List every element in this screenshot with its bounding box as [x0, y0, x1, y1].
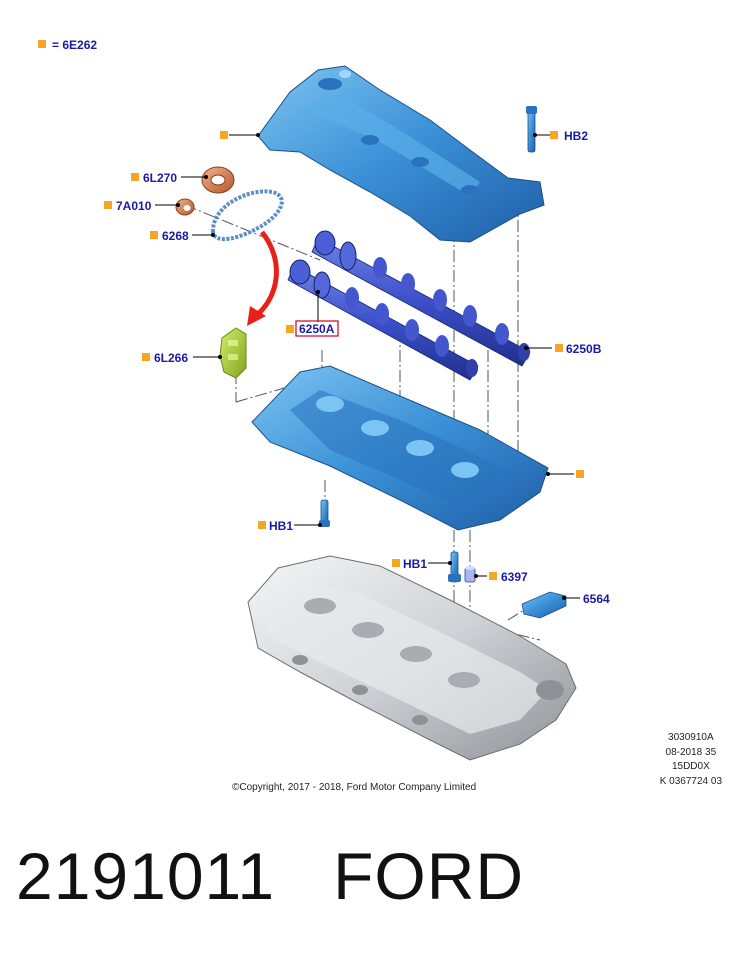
legend-square	[38, 40, 46, 48]
label-6l270: 6L270	[143, 171, 177, 185]
meta-line: 08-2018 35	[665, 746, 717, 758]
label-6268: 6268	[162, 229, 189, 243]
callout-6l270: 6L270	[131, 171, 208, 185]
part-number: 2191011	[16, 839, 276, 913]
meta-line: K 0367724 03	[659, 775, 722, 787]
label-hb2: HB2	[564, 129, 588, 143]
callout-hb1-left: HB1	[258, 519, 322, 533]
copyright-notice: ©Copyright, 2017 - 2018, Ford Motor Comp…	[232, 782, 477, 793]
label-hb1-left: HB1	[269, 519, 293, 533]
label-hb1-center: HB1	[403, 557, 427, 571]
callout-6l266: 6L266	[142, 351, 222, 365]
bolt-hb1-center	[448, 551, 461, 583]
bolt-hb2	[526, 106, 537, 153]
meta-line: 15DD0X	[671, 761, 710, 772]
direction-arrow	[247, 230, 279, 326]
cylinder-head	[247, 555, 577, 761]
callout-hb2: HB2	[533, 129, 588, 143]
timing-chain-6268	[210, 189, 284, 242]
callout-6250a: 6250A	[286, 290, 339, 337]
label-6250b: 6250B	[566, 342, 602, 356]
camshaft-6250a	[287, 259, 479, 381]
cam-cover	[257, 65, 545, 243]
callout-cam-cover	[220, 131, 260, 139]
camshaft-6250b	[311, 230, 531, 367]
brand-name: FORD	[333, 839, 525, 913]
chain-guide-6l266	[219, 327, 247, 379]
label-6l266: 6L266	[154, 351, 188, 365]
part-6397	[464, 566, 476, 583]
callout-6564: 6564	[562, 592, 610, 606]
callout-6268: 6268	[150, 229, 215, 243]
callout-6250b: 6250B	[524, 342, 602, 356]
callout-hb1-center: HB1	[392, 557, 452, 571]
label-6564: 6564	[583, 592, 610, 606]
camshaft-carrier	[251, 365, 549, 531]
callout-7a010: 7A010	[104, 199, 180, 213]
label-6397: 6397	[501, 570, 528, 584]
seal-7a010	[175, 198, 195, 216]
callout-6397: 6397	[474, 570, 528, 584]
part-number-heading: 2191011 FORD	[16, 838, 524, 914]
callout-carrier	[546, 470, 584, 478]
rocker-6564	[521, 591, 567, 619]
bolt-hb1-left	[319, 499, 330, 527]
seal-6l270	[201, 166, 235, 194]
label-6250a: 6250A	[299, 322, 335, 336]
meta-line: 3030910A	[668, 732, 714, 743]
diagram-meta: 3030910A 08-2018 35 15DD0X K 0367724 03	[660, 731, 722, 789]
legend-text: = 6E262	[52, 38, 97, 52]
label-7a010: 7A010	[116, 199, 152, 213]
